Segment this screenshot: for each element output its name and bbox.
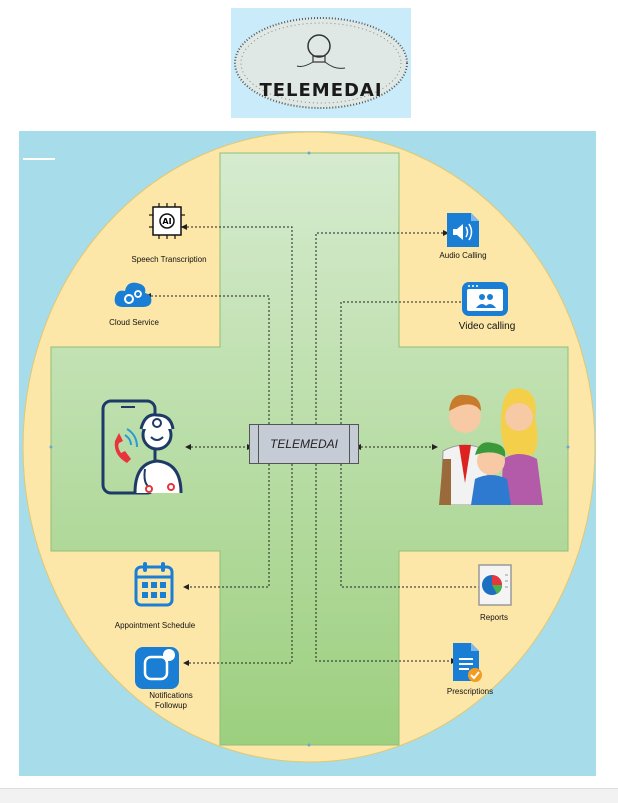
reports-label: Reports [479, 613, 508, 622]
speech-transcription-label: Speech Transcription [131, 255, 207, 264]
doctor-phone-icon [101, 399, 183, 495]
bottom-strip [0, 788, 618, 803]
logo-graphic [234, 17, 408, 109]
notifications-label: Notifications [149, 691, 193, 700]
calendar-icon [134, 562, 174, 607]
document-check-icon [453, 643, 482, 682]
pie-chart-report-icon [478, 564, 512, 606]
video-screen-icon [462, 282, 508, 316]
logo: TELEMEDAI [231, 8, 411, 118]
video-calling-label: Video calling [458, 321, 516, 332]
family-icon [439, 388, 543, 505]
telemedai-core-box: TELEMEDAI [249, 424, 359, 464]
center-label: TELEMEDAI [269, 437, 338, 451]
architecture-diagram: TELEMEDAI AI Speech Transcription Cloud … [19, 131, 596, 776]
cloud-service-label: Cloud Service [109, 318, 159, 327]
svg-text:AI: AI [162, 217, 171, 226]
appointment-schedule-label: Appointment Schedule [114, 621, 196, 630]
audio-calling-label: Audio Calling [439, 251, 487, 260]
cloud-gear-icon [114, 282, 152, 307]
prescriptions-label: Prescriptions [446, 687, 494, 696]
notification-badge-icon [135, 647, 179, 689]
ai-brain-icon: AI [149, 203, 185, 239]
connectors [151, 226, 481, 664]
speaker-icon [447, 213, 479, 247]
logo-text: TELEMEDAI [259, 80, 383, 101]
followup-label: Followup [154, 701, 187, 710]
